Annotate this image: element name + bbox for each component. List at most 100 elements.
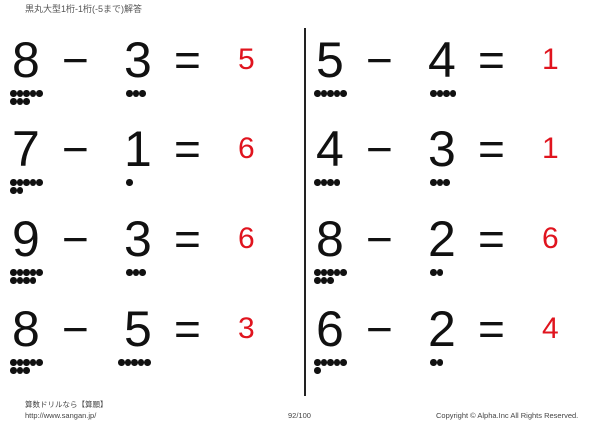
subtrahend-dots [118, 359, 158, 367]
counting-dot [126, 179, 133, 186]
subtrahend-dots [430, 359, 470, 367]
counting-dot [36, 359, 43, 366]
equals-sign: = [174, 123, 201, 175]
counting-dot [131, 359, 138, 366]
answer: 6 [542, 222, 559, 255]
subtrahend-dots [430, 269, 470, 277]
minus-sign: − [62, 123, 89, 175]
problem: 8−3=5 [6, 32, 296, 112]
minuend: 4 [316, 121, 344, 177]
counting-dot [29, 269, 36, 276]
answer: 4 [542, 312, 559, 345]
counting-dot [333, 269, 340, 276]
counting-dot [340, 269, 347, 276]
counting-dot [320, 277, 327, 284]
subtrahend-dots [126, 179, 166, 187]
minuend-dots [10, 359, 50, 375]
answer: 1 [542, 132, 559, 165]
counting-dot [327, 269, 334, 276]
minuend: 5 [316, 32, 344, 88]
minus-sign: − [366, 213, 393, 265]
counting-dot [10, 187, 17, 194]
subtrahend: 3 [428, 121, 456, 177]
counting-dot [314, 359, 321, 366]
answer: 5 [238, 43, 255, 76]
problem: 8−2=6 [310, 211, 600, 291]
answer: 1 [542, 43, 559, 76]
counting-dot [16, 90, 23, 97]
minuend-dots [10, 269, 50, 285]
counting-dot [132, 269, 139, 276]
counting-dot [23, 359, 30, 366]
minuend: 6 [316, 301, 344, 357]
counting-dot [333, 90, 340, 97]
counting-dot [430, 179, 437, 186]
worksheet-title: 黒丸大型1桁-1桁(-5まで)解答 [25, 4, 143, 14]
counting-dot [314, 269, 321, 276]
counting-dot [327, 277, 334, 284]
equals-sign: = [478, 213, 505, 265]
subtrahend: 3 [124, 32, 152, 88]
counting-dot [327, 90, 334, 97]
subtrahend-dots [430, 90, 470, 98]
counting-dot [139, 90, 146, 97]
counting-dot [430, 269, 437, 276]
counting-dot [36, 269, 43, 276]
problem: 6−2=4 [310, 301, 600, 381]
counting-dot [320, 359, 327, 366]
counting-dot [430, 359, 437, 366]
counting-dot [132, 90, 139, 97]
minuend: 7 [12, 121, 40, 177]
counting-dot [333, 179, 340, 186]
subtrahend-dots [126, 90, 166, 98]
counting-dot [10, 367, 17, 374]
counting-dot [340, 359, 347, 366]
minuend-dots [314, 179, 354, 187]
answer: 3 [238, 312, 255, 345]
counting-dot [124, 359, 131, 366]
counting-dot [436, 179, 443, 186]
page-number: 92/100 [288, 411, 311, 420]
minus-sign: − [62, 213, 89, 265]
column-divider [304, 28, 306, 396]
minus-sign: − [366, 34, 393, 86]
minuend: 8 [316, 211, 344, 267]
counting-dot [144, 359, 151, 366]
counting-dot [23, 98, 30, 105]
subtrahend-dots [126, 269, 166, 277]
minuend-dots [10, 179, 50, 195]
answer: 6 [238, 132, 255, 165]
minuend-dots [314, 269, 354, 285]
counting-dot [36, 179, 43, 186]
counting-dot [29, 359, 36, 366]
counting-dot [23, 269, 30, 276]
minuend-dots [314, 359, 354, 375]
subtrahend: 4 [428, 32, 456, 88]
counting-dot [16, 269, 23, 276]
counting-dot [314, 367, 321, 374]
counting-dot [327, 359, 334, 366]
equals-sign: = [174, 213, 201, 265]
counting-dot [10, 98, 17, 105]
subtrahend: 5 [124, 301, 152, 357]
subtrahend: 3 [124, 211, 152, 267]
counting-dot [23, 367, 30, 374]
counting-dot [436, 269, 443, 276]
counting-dot [449, 90, 456, 97]
footer-url[interactable]: http://www.sangan.jp/ [25, 411, 97, 420]
equals-sign: = [478, 123, 505, 175]
counting-dot [314, 277, 321, 284]
problem: 9−3=6 [6, 211, 296, 291]
minus-sign: − [366, 123, 393, 175]
problem: 8−5=3 [6, 301, 296, 381]
equals-sign: = [478, 34, 505, 86]
counting-dot [23, 179, 30, 186]
copyright: Copyright © Alpha.Inc All Rights Reserve… [436, 411, 579, 420]
counting-dot [443, 179, 450, 186]
counting-dot [126, 269, 133, 276]
counting-dot [16, 187, 23, 194]
counting-dot [327, 179, 334, 186]
counting-dot [137, 359, 144, 366]
counting-dot [16, 179, 23, 186]
counting-dot [16, 277, 23, 284]
